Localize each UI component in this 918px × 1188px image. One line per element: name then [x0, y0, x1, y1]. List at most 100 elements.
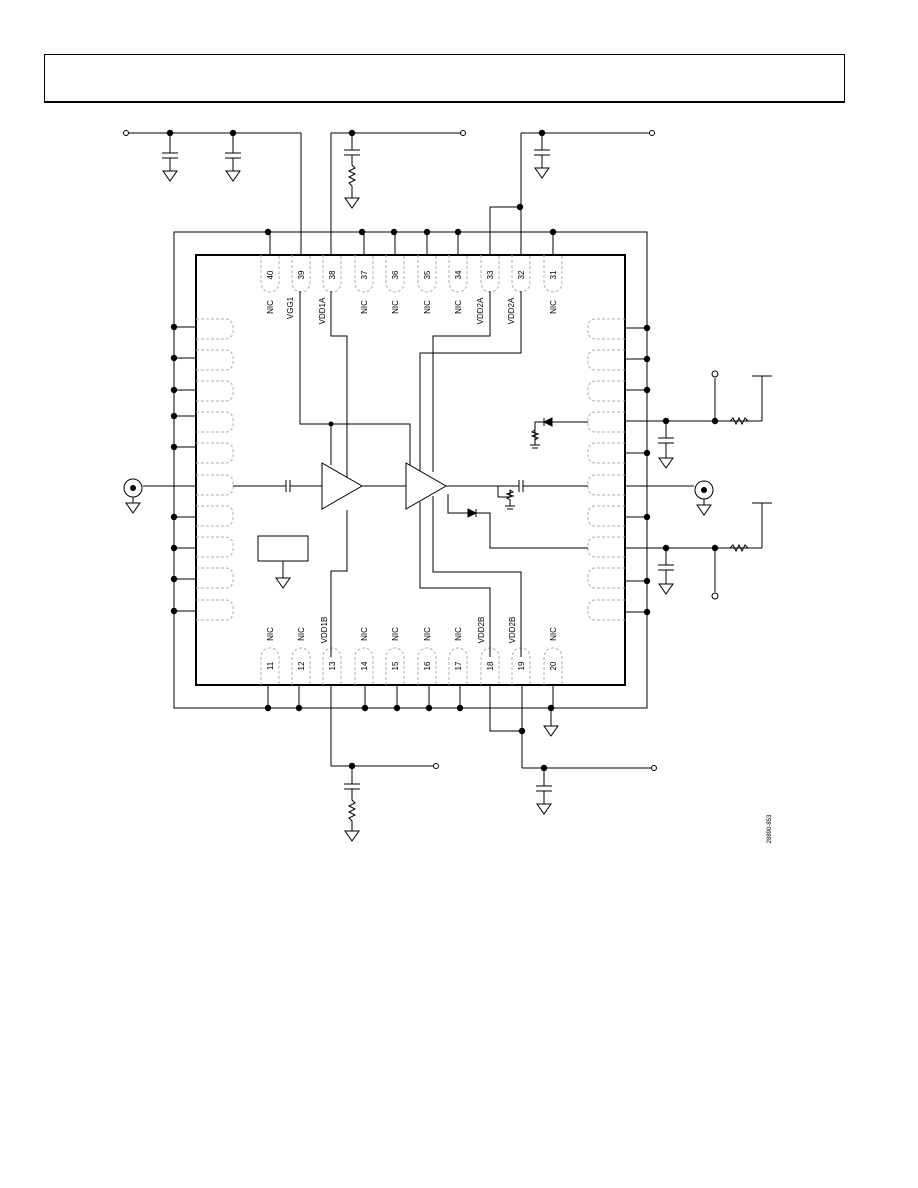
pin-20-number: 20 [549, 661, 558, 670]
rf-input-connector-icon [123, 478, 143, 514]
left-pads [196, 318, 234, 621]
pin-11-number: 11 [266, 661, 275, 670]
pin-18-name: VDD2B [477, 617, 486, 644]
rf-output-connector-icon [694, 480, 714, 516]
ground-icon [658, 577, 674, 595]
pin-18-number: 18 [486, 661, 495, 670]
exposed-pad-ground [257, 535, 309, 575]
pin-15-number: 15 [391, 661, 400, 670]
right-junction-dots [643, 324, 651, 616]
top-pin-labels: 40 NIC 39 VGG1 38 VDD1A 37 NIC 36 NIC 35… [266, 270, 558, 324]
ground-icon [534, 161, 550, 179]
pin-36-number: 36 [391, 270, 400, 279]
vdd2b-supply-network [489, 685, 652, 801]
figure-id: 28890-853 [767, 814, 773, 843]
pin-17-number: 17 [454, 661, 463, 670]
pin-34-number: 34 [454, 270, 463, 279]
rf-signal-path [143, 480, 694, 492]
right-pad-ground-wires [625, 327, 647, 613]
ground-icon [658, 451, 674, 469]
pin-34-name: NIC [454, 300, 463, 314]
junction-dot [328, 421, 334, 427]
pin-14-number: 14 [360, 661, 369, 670]
pin-16-name: NIC [423, 627, 432, 641]
pin-39-name: VGG1 [286, 296, 295, 319]
top-pin-wires [269, 232, 554, 255]
vdd1b-supply-network [330, 685, 434, 828]
pin-20-name: NIC [549, 627, 558, 641]
junction-dot [538, 129, 546, 137]
pin-31-number: 31 [549, 270, 558, 279]
right-pads [587, 318, 625, 621]
junction-dot [711, 544, 719, 552]
pin-11-name: NIC [266, 627, 275, 641]
vdd1a-terminal [460, 130, 466, 136]
ground-icon [275, 571, 291, 589]
pin-39-number: 39 [297, 270, 306, 279]
vref-output-network [625, 375, 772, 456]
pin-40-number: 40 [266, 270, 275, 279]
pin-31-name: NIC [549, 300, 558, 314]
pin-13-number: 13 [328, 661, 337, 670]
pin-40-name: NIC [266, 300, 275, 314]
pin-36-name: NIC [391, 300, 400, 314]
ground-icon [162, 164, 178, 182]
pin-16-number: 16 [423, 661, 432, 670]
junction-dot [166, 129, 174, 137]
pin-38-number: 38 [328, 270, 337, 279]
ground-icon [344, 191, 360, 209]
bottom-junction-dots [264, 704, 555, 712]
junction-dot [518, 727, 526, 735]
vdd2a-terminal [649, 130, 655, 136]
pin-12-number: 12 [297, 661, 306, 670]
junction-dot [711, 417, 719, 425]
pin-32-name: VDD2A [507, 297, 516, 324]
vgg1-terminal [123, 130, 129, 136]
junction-dot [229, 129, 237, 137]
amplifier-stage-1-icon [321, 462, 364, 510]
pin-33-number: 33 [486, 270, 495, 279]
ground-icon [543, 719, 559, 737]
left-junction-dots [170, 323, 178, 615]
junction-dot [516, 203, 524, 211]
pin-19-name: VDD2B [508, 617, 517, 644]
pin-12-name: NIC [297, 627, 306, 641]
junction-dot [348, 762, 356, 770]
page-header-box [44, 54, 845, 103]
vdet-terminal [711, 592, 719, 600]
bottom-pin-labels: 11 NIC 12 NIC 13 VDD1B 14 NIC 15 NIC 16 … [266, 617, 558, 671]
vref-terminal [711, 370, 719, 378]
pin-17-name: NIC [454, 627, 463, 641]
vgg1-supply-network [128, 132, 302, 255]
ground-ring [173, 231, 648, 709]
pin-14-name: NIC [360, 627, 369, 641]
junction-dot [348, 129, 356, 137]
pin-35-number: 35 [423, 270, 432, 279]
vdd1b-terminal [433, 763, 439, 769]
ground-icon [536, 797, 552, 815]
amplifier-stage-2-icon [405, 462, 448, 510]
pin-37-number: 37 [360, 270, 369, 279]
vdd2a-supply-network [489, 132, 650, 255]
pin-38-name: VDD1A [318, 297, 327, 324]
ground-icon [225, 164, 241, 182]
pin-13-name: VDD1B [320, 617, 329, 644]
vdd1a-supply-network [330, 132, 461, 255]
pin-37-name: NIC [360, 300, 369, 314]
pin-33-name: VDD2A [476, 297, 485, 324]
internal-bias-routing [299, 291, 522, 657]
vdet-output-network [625, 502, 772, 592]
junction-dot [662, 417, 670, 425]
pin-35-name: NIC [423, 300, 432, 314]
pin-32-number: 32 [517, 270, 526, 279]
top-junction-dots [264, 228, 557, 236]
ground-icon [344, 824, 360, 842]
left-pad-ground-wires [174, 326, 196, 612]
junction-dot [540, 764, 548, 772]
junction-dot [662, 544, 670, 552]
bottom-pin-wires [267, 685, 554, 708]
pin-15-name: NIC [391, 627, 400, 641]
detector-circuit [447, 417, 588, 549]
vdd2b-terminal [651, 765, 657, 771]
